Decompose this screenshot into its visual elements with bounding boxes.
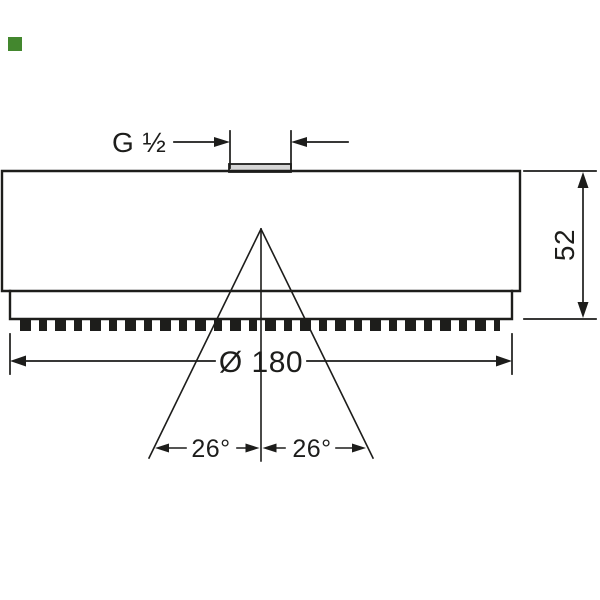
brand-mark — [8, 37, 22, 51]
nozzle-strip — [20, 320, 500, 331]
showerhead-body-outline — [0, 169, 522, 293]
arrow-right-icon — [496, 355, 512, 367]
arrow-left-icon — [262, 443, 277, 453]
thread-size-label: G ½ — [112, 127, 166, 158]
spray-angle-right-label: 26° — [292, 435, 331, 463]
arrow-up-icon — [577, 172, 589, 188]
spray-angle-left-label: 26° — [191, 435, 230, 463]
height-dimension-label: 52 — [549, 229, 580, 261]
diameter-extension-lines — [9, 333, 513, 375]
arrow-right-icon — [352, 443, 366, 453]
arrow-right-icon — [245, 443, 260, 453]
height-extension-lines — [523, 170, 597, 320]
dimension-arrowheads — [10, 137, 589, 453]
thread-extension-lines — [229, 130, 292, 169]
arrow-left-icon — [291, 137, 307, 147]
arrow-down-icon — [577, 302, 589, 318]
arrow-right-icon — [214, 137, 230, 147]
spray-angle-right-line — [259, 227, 375, 460]
dimension-lines — [9, 130, 597, 375]
line-work — [0, 130, 597, 462]
dimension-labels: G ½ 52 Ø 180 26° 26° — [112, 127, 580, 463]
arrow-left-icon — [155, 443, 169, 453]
spray-angle-left-line — [147, 227, 263, 460]
arrow-left-icon — [10, 355, 26, 367]
diameter-dimension-label: Ø 180 — [219, 346, 303, 379]
spray-angle-lines — [147, 227, 375, 462]
